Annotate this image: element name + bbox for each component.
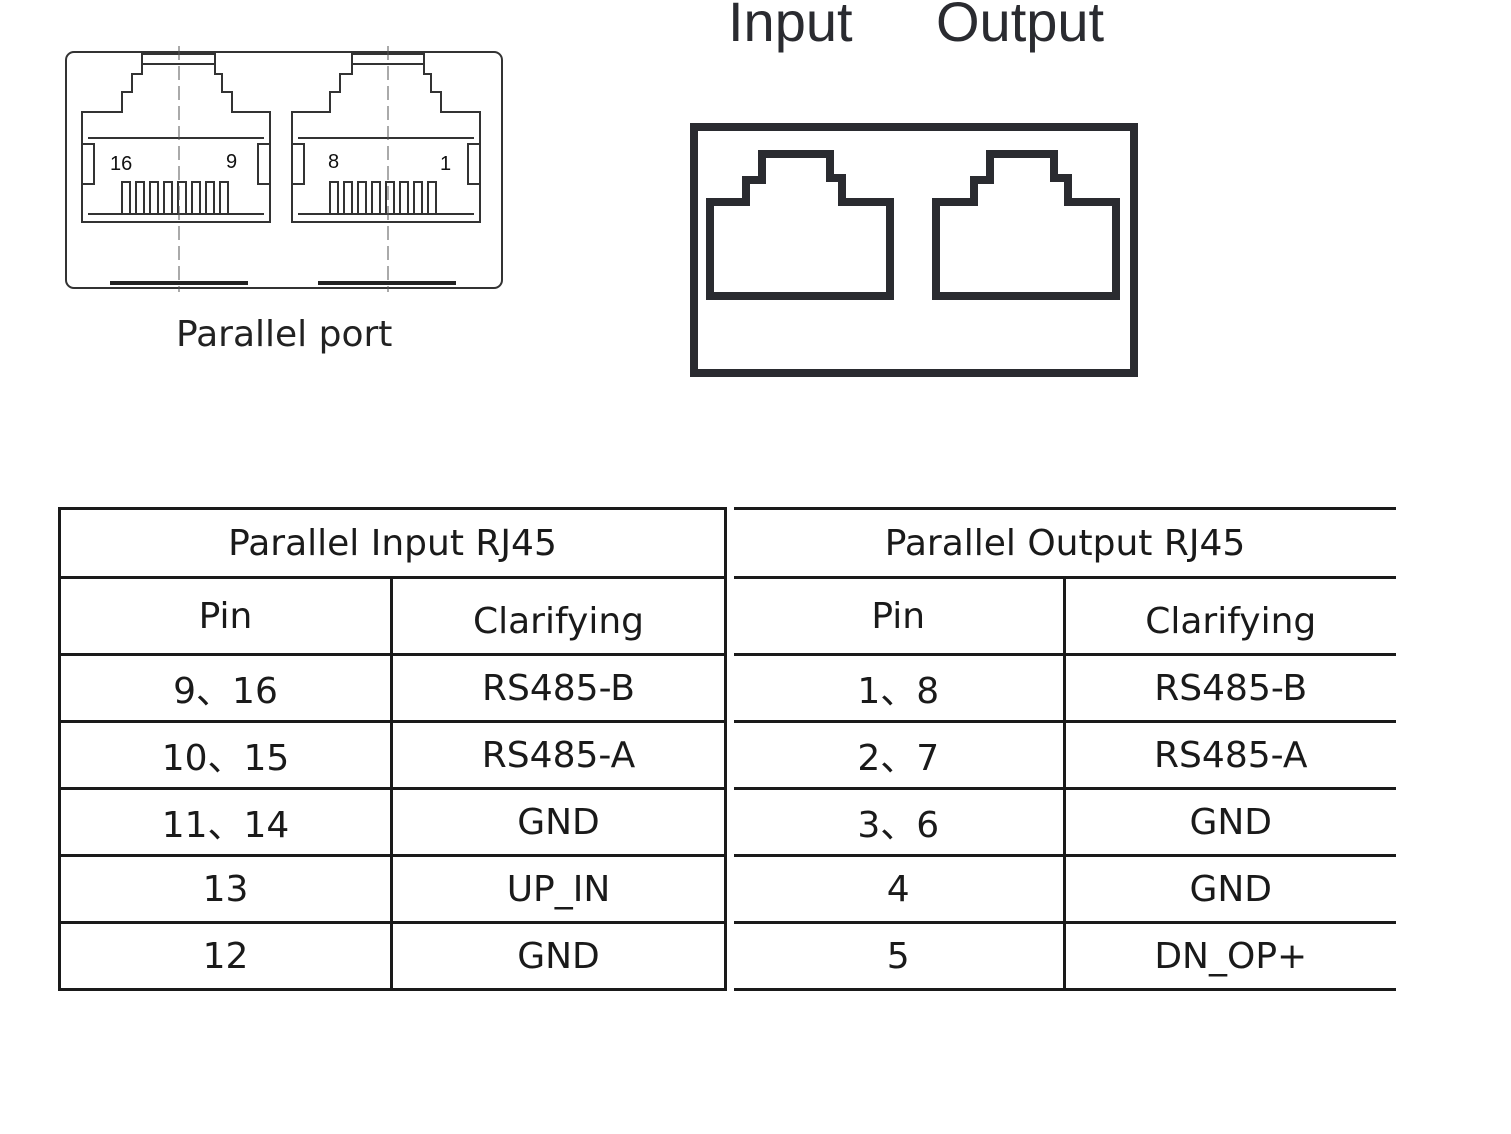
pin-cell: 9、16	[58, 653, 393, 723]
pin-label-9: 9	[226, 151, 237, 173]
parallel-port-caption: Parallel port	[176, 314, 393, 355]
table-title: Parallel Output RJ45	[734, 507, 1397, 579]
bottom-tab-right	[318, 281, 456, 285]
header-clarifying: Clarifying	[390, 576, 727, 656]
clarifying-cell: GND	[1064, 854, 1397, 924]
pin-cell: 3、6	[734, 787, 1066, 857]
contact-pins-right	[329, 181, 437, 214]
output-jack	[932, 150, 1120, 300]
clarifying-cell: GND	[390, 921, 727, 991]
table-row: 12 GND	[58, 921, 727, 991]
bottom-tab-left	[110, 281, 248, 285]
header-clarifying: Clarifying	[1064, 576, 1397, 656]
table-row: 2、7 RS485-A	[734, 720, 1397, 790]
contact-pins-left	[121, 181, 229, 214]
pin-cell: 11、14	[58, 787, 393, 857]
io-housing	[690, 123, 1138, 377]
table-row: 11、14 GND	[58, 787, 727, 857]
rj45-jack-right	[291, 53, 481, 223]
table-row: 5 DN_OP+	[734, 921, 1397, 991]
clarifying-cell: UP_IN	[390, 854, 727, 924]
parallel-input-table: Parallel Input RJ45 Pin Clarifying 9、16 …	[58, 507, 727, 991]
input-jack	[706, 150, 894, 300]
clarifying-cell: RS485-B	[390, 653, 727, 723]
header-pin: Pin	[734, 576, 1066, 656]
port-housing	[65, 51, 503, 289]
clarifying-cell: RS485-A	[390, 720, 727, 790]
table-title: Parallel Input RJ45	[58, 507, 727, 579]
clarifying-cell: RS485-A	[1064, 720, 1397, 790]
parallel-port-diagram: 16 9 8 1	[65, 46, 503, 292]
clarifying-cell: GND	[1064, 787, 1397, 857]
table-row: 1、8 RS485-B	[734, 653, 1397, 723]
pin-cell: 5	[734, 921, 1066, 991]
table-row: 13 UP_IN	[58, 854, 727, 924]
clarifying-cell: DN_OP+	[1064, 921, 1397, 991]
pin-label-8: 8	[328, 151, 339, 173]
pin-cell: 10、15	[58, 720, 393, 790]
io-ports-diagram	[690, 123, 1138, 377]
pin-cell: 12	[58, 921, 393, 991]
pin-label-16: 16	[110, 153, 132, 175]
clarifying-cell: RS485-B	[1064, 653, 1397, 723]
pin-cell: 2、7	[734, 720, 1066, 790]
output-label: Output	[936, 0, 1105, 53]
pin-cell: 1、8	[734, 653, 1066, 723]
clarifying-cell: GND	[390, 787, 727, 857]
input-label: Input	[728, 0, 853, 53]
parallel-output-table: Parallel Output RJ45 Pin Clarifying 1、8 …	[734, 507, 1397, 991]
pin-label-1: 1	[440, 153, 451, 175]
table-row: 4 GND	[734, 854, 1397, 924]
pin-cell: 13	[58, 854, 393, 924]
table-row: 9、16 RS485-B	[58, 653, 727, 723]
table-row: 10、15 RS485-A	[58, 720, 727, 790]
header-pin: Pin	[58, 576, 393, 656]
table-row: 3、6 GND	[734, 787, 1397, 857]
rj45-jack-left	[81, 53, 271, 223]
pin-cell: 4	[734, 854, 1066, 924]
